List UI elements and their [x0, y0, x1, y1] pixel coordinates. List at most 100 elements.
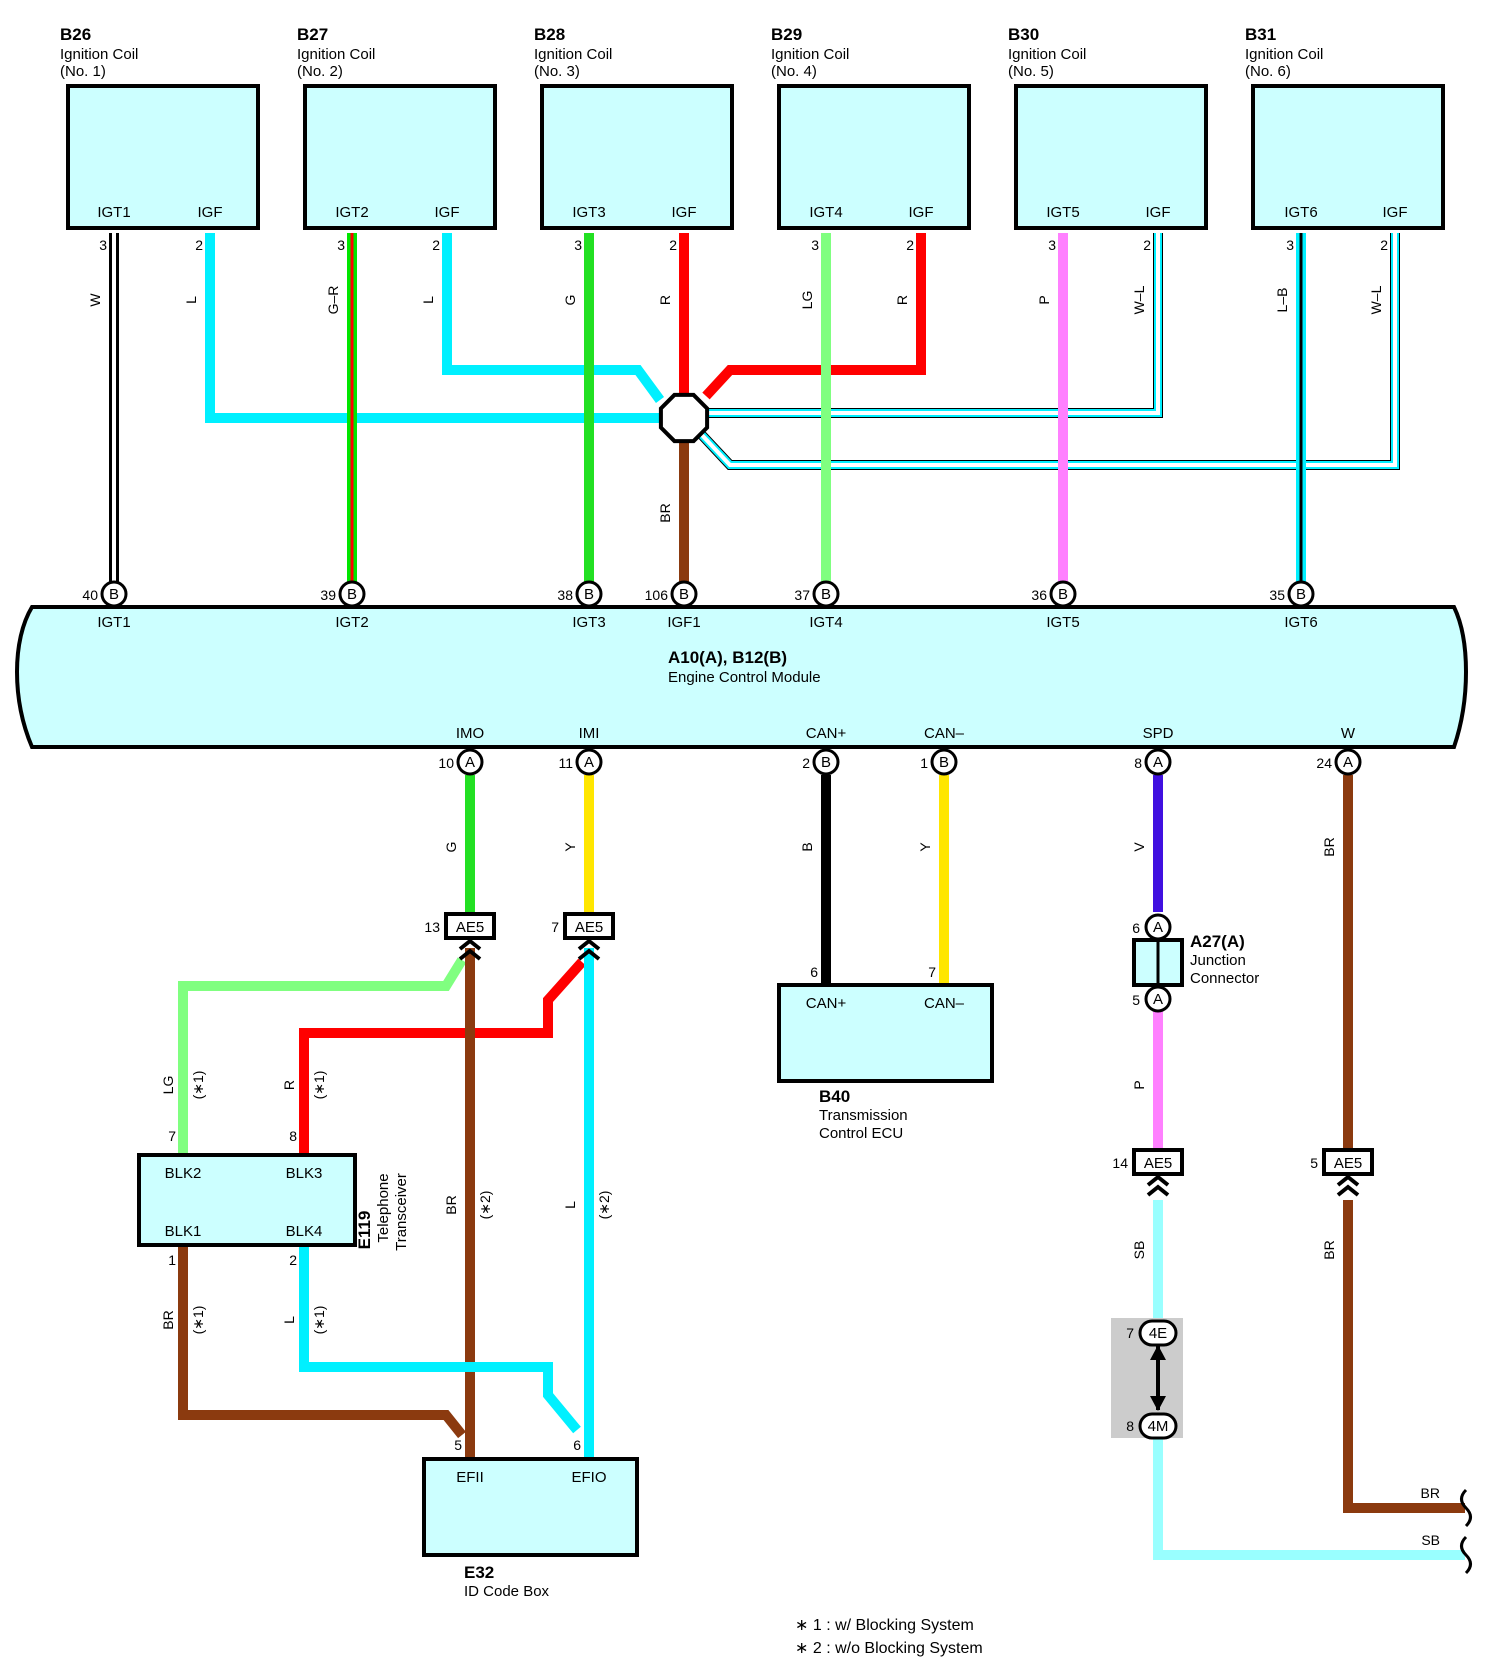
wire-imo-label: G	[443, 842, 459, 853]
wire-spd-SB	[1153, 1200, 1465, 1560]
ae5-connector-2-chevron-2	[1146, 1184, 1170, 1197]
ae5-connector-0-label: AE5	[456, 919, 484, 936]
wire-blk1-variant-note: (∗1)	[190, 1306, 206, 1335]
ignition-coil-4	[777, 84, 971, 230]
ecm-top-pin-num-igt1: 40	[82, 587, 98, 603]
ecm-bottom-pin-label-3: CAN–	[924, 725, 965, 742]
wire-blk4-L	[299, 1245, 581, 1434]
ecm-top-connector-igt3	[575, 580, 603, 608]
ae5-connector-0-chevron-1	[458, 938, 482, 951]
ecm-top-connector-igt5-letter: B	[1058, 586, 1068, 603]
ecm-top-pin-num-igt2: 39	[320, 587, 336, 603]
wire-efii-variant-note: (∗2)	[477, 1191, 493, 1220]
coil-6-number: (No. 6)	[1245, 63, 1291, 80]
ae5-connector-3-label: AE5	[1334, 1155, 1362, 1172]
wire-coil4-igf-R	[702, 233, 926, 400]
coil-2-igf-wire-label: L	[420, 296, 436, 304]
wire-break-sb	[1460, 1535, 1472, 1575]
coil-6-pin-igt: IGT6	[1284, 204, 1317, 221]
ecm-top-connector-igt2-letter: B	[347, 586, 357, 603]
coil-3-pin-igf-num: 2	[669, 237, 677, 253]
wire-blk1-BR	[178, 1245, 466, 1439]
junction-name-2: Connector	[1190, 970, 1259, 987]
coil-3-pin-igt-num: 3	[574, 237, 582, 253]
ecm-top-connector-igt2	[338, 580, 366, 608]
exit-label-br: BR	[1421, 1485, 1440, 1501]
ecm-top-connector-igt4-letter: B	[821, 586, 831, 603]
ae5-connector-2-num: 14	[1112, 1155, 1128, 1171]
tcm-num-can-low: 7	[928, 964, 936, 980]
coil-5-igt-wire-label: P	[1036, 295, 1052, 304]
wire-efii-label: BR	[443, 1195, 459, 1214]
coil-2-name: Ignition Coil	[297, 46, 375, 63]
ae5-connector-1	[563, 912, 615, 940]
transceiver-num-blk4: 2	[289, 1252, 297, 1268]
coil-1-pin-igt: IGT1	[97, 204, 130, 221]
wire-blk3-R	[299, 958, 586, 1155]
joint-arrow-up	[1150, 1345, 1166, 1360]
ignition-coil-3	[540, 84, 734, 230]
coil-2-igt-wire-label: G–R	[325, 286, 341, 315]
transceiver-name-1: Telephone	[375, 1173, 392, 1242]
ecm-bottom-pin-num-3: 1	[920, 755, 928, 771]
wire-blk2-label: LG	[160, 1076, 176, 1095]
coil-2-pin-igf: IGF	[435, 204, 460, 221]
wire-blk4-variant-note: (∗1)	[311, 1306, 327, 1335]
ae5-connector-2-label: AE5	[1144, 1155, 1172, 1172]
coil-6-code: B31	[1245, 25, 1276, 44]
ae5-connector-3-num: 5	[1310, 1155, 1318, 1171]
junction-top-num: 6	[1132, 920, 1140, 936]
ae5-connector-1-chevron-1	[577, 938, 601, 951]
wire-spd-p-label: P	[1131, 1080, 1147, 1089]
ignition-coil-6	[1251, 84, 1445, 230]
coil-3-igf-wire-label: R	[657, 295, 673, 305]
ae5-connector-2-chevron-1	[1146, 1174, 1170, 1187]
ecm-bottom-pin-num-0: 10	[438, 755, 454, 771]
ecm-top-pin-num-igt6: 35	[1269, 587, 1285, 603]
wire-coil2-igf-L	[442, 233, 665, 403]
joint-top-label: 4E	[1149, 1325, 1167, 1342]
transceiver-pin-blk1: BLK1	[165, 1223, 202, 1240]
ecm-bottom-pin-label-1: IMI	[579, 725, 600, 742]
coil-6-igt-wire-label: L–B	[1274, 288, 1290, 313]
ecm-bottom-connector-4-letter: A	[1153, 754, 1163, 771]
junction-code: A27(A)	[1190, 932, 1245, 951]
wire-blk2-LG	[178, 957, 467, 1155]
coil-1-pin-igf: IGF	[198, 204, 223, 221]
wire-w-label: BR	[1321, 837, 1337, 856]
wires-layer	[109, 233, 1465, 1560]
junction-bottom-num: 5	[1132, 992, 1140, 1008]
ecm-bottom-connector-3-letter: B	[939, 754, 949, 771]
transceiver-pin-blk4: BLK4	[286, 1223, 323, 1240]
coil-4-igf-wire-label: R	[894, 295, 910, 305]
ecm-top-connector-igt4	[812, 580, 840, 608]
ecm-top-connector-igt1	[100, 580, 128, 608]
coil-4-pin-igt: IGT4	[809, 204, 842, 221]
ecm-top-pin-num-igf1: 106	[645, 587, 669, 603]
ae5-connector-0-chevron-2	[458, 948, 482, 961]
tcm-num-can-high: 6	[810, 964, 818, 980]
transmission-control-ecu	[777, 983, 994, 1083]
coil-1-number: (No. 1)	[60, 63, 106, 80]
ecm-code: A10(A), B12(B)	[668, 648, 787, 667]
joint-bottom-label: 4M	[1148, 1418, 1169, 1435]
coil-1-pin-igt-num: 3	[99, 237, 107, 253]
ae5-connector-1-num: 7	[551, 919, 559, 935]
coil-6-pin-igt-num: 3	[1286, 237, 1294, 253]
ecm-top-pin-num-igt5: 36	[1031, 587, 1047, 603]
ecm-bottom-connector-1	[575, 748, 603, 776]
wire-spd-label: V	[1131, 842, 1147, 852]
ecm-top-pin-label-igf1: IGF1	[667, 614, 700, 631]
coil-2-number: (No. 2)	[297, 63, 343, 80]
transceiver-num-blk1: 1	[168, 1252, 176, 1268]
ecm-bottom-connector-3	[930, 748, 958, 776]
wire-coil5-igf-WL	[706, 233, 1160, 415]
ecm-top-pin-num-igt4: 37	[794, 587, 810, 603]
ignition-coil-2	[303, 84, 497, 230]
coil-3-number: (No. 3)	[534, 63, 580, 80]
ecm-top-pin-num-igt3: 38	[557, 587, 573, 603]
coil-6-igf-wire-label: W–L	[1368, 285, 1384, 314]
ae5-connector-1-label: AE5	[575, 919, 603, 936]
transceiver-pin-blk3: BLK3	[286, 1165, 323, 1182]
